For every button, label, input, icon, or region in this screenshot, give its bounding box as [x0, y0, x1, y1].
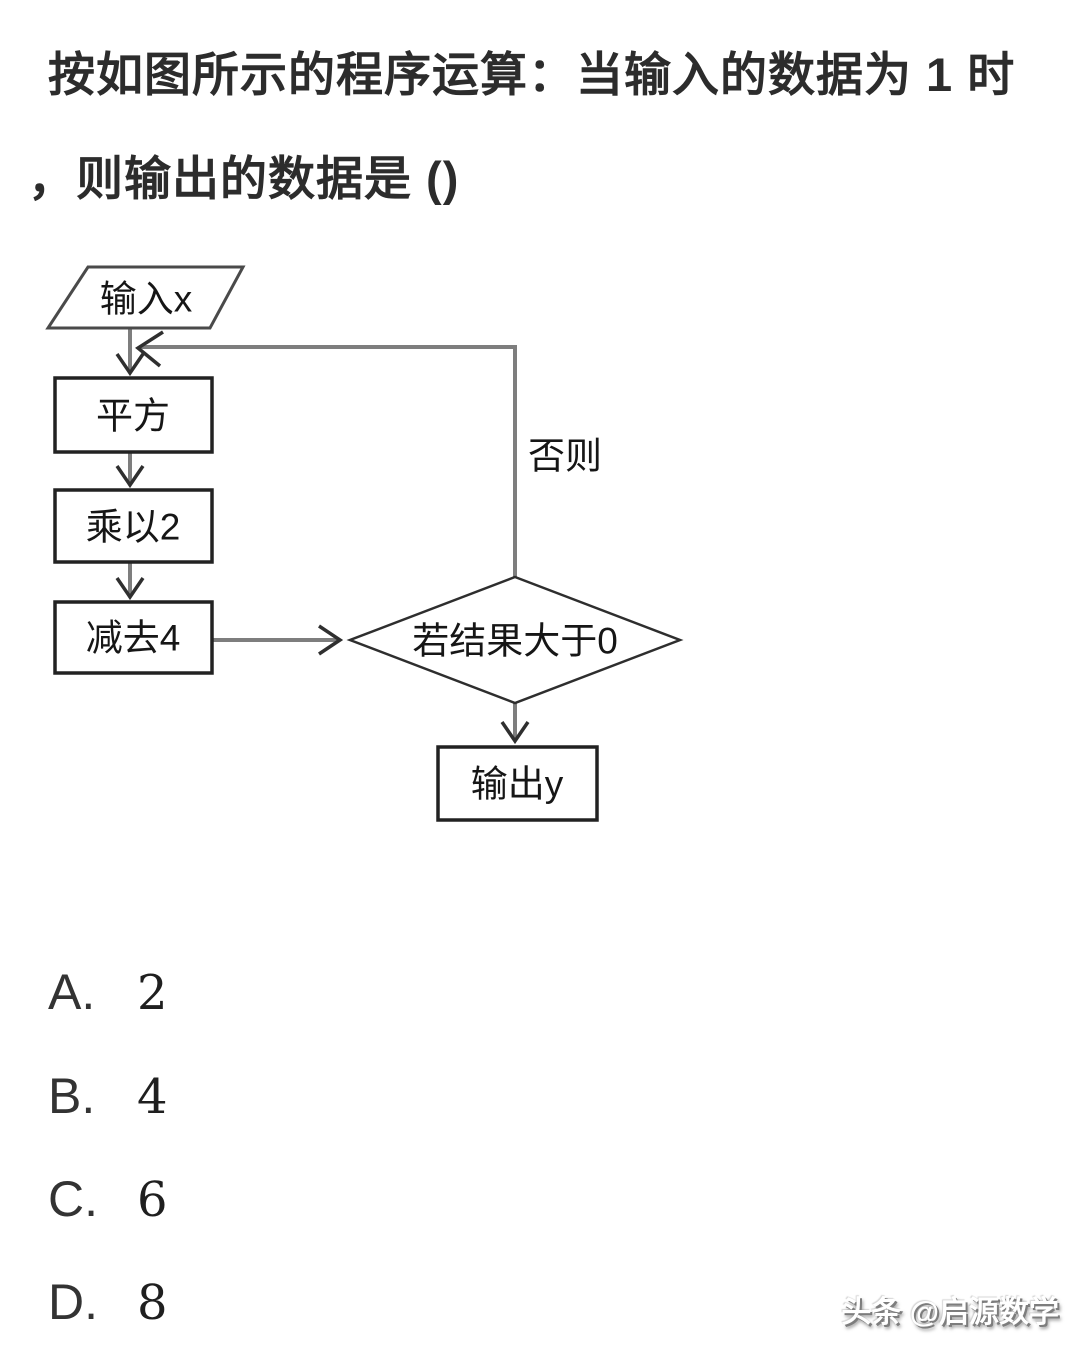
option-d-letter: D.	[48, 1274, 98, 1330]
option-b-letter: B.	[48, 1068, 96, 1124]
arrowhead-into-decision-icon	[318, 624, 344, 656]
arrowhead-into-subtract-icon	[115, 577, 145, 601]
option-b-value: 4	[137, 1069, 168, 1125]
decision-label: 若结果大于0	[412, 621, 618, 662]
input-label: 输入x	[100, 279, 193, 320]
watermark: 头条 @启源数学	[841, 1296, 1059, 1329]
option-a-value: 2	[137, 965, 168, 1021]
flowchart-diagram: 输入x 平方 乘以2 减去4 若结果大于0 否则 输出y	[45, 265, 684, 822]
option-a-letter: A.	[48, 964, 96, 1020]
option-row-b: B. 4	[48, 1070, 168, 1123]
output-label: 输出y	[471, 764, 564, 805]
option-c-value: 6	[137, 1172, 168, 1228]
arrowhead-loop-merge-icon	[135, 330, 164, 368]
question-text-line2: ，则输出的数据是 ()	[28, 152, 460, 205]
square-label: 平方	[96, 396, 170, 437]
option-row-d: D. 8	[48, 1276, 168, 1329]
multiply-label: 乘以2	[86, 507, 181, 548]
decision-diamond	[346, 575, 684, 705]
connector-loop-otherwise	[141, 345, 517, 577]
question-text-line1: 按如图所示的程序运算：当输入的数据为 1 时	[48, 48, 1016, 101]
output-box	[436, 745, 599, 822]
subtract-process-box	[53, 600, 214, 675]
option-row-a: A. 2	[48, 966, 168, 1019]
arrowhead-into-square-icon	[115, 353, 145, 377]
subtract-label: 减去4	[86, 618, 181, 659]
input-parallelogram	[45, 265, 246, 330]
otherwise-label: 否则	[528, 436, 602, 477]
option-row-c: C. 6	[48, 1173, 168, 1226]
arrowhead-into-multiply-icon	[115, 465, 145, 489]
arrowhead-into-output-icon	[500, 721, 530, 745]
multiply-process-box	[53, 488, 214, 564]
square-process-box	[53, 376, 214, 454]
option-c-letter: C.	[48, 1171, 98, 1227]
option-d-value: 8	[137, 1275, 168, 1331]
